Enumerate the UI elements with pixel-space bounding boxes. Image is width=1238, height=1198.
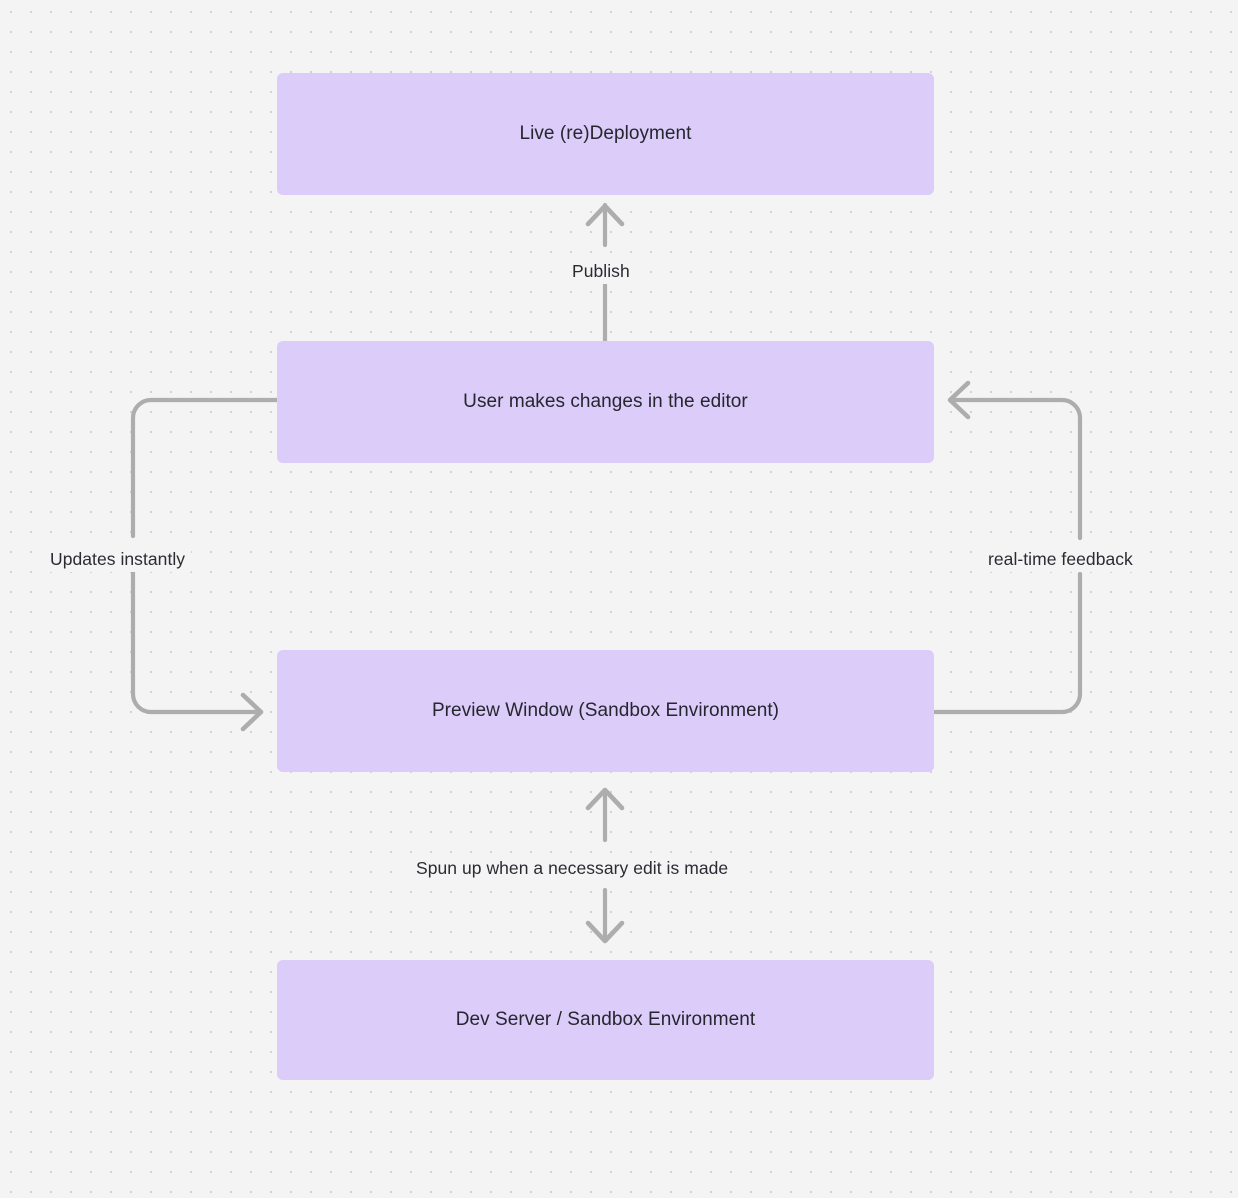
arrowhead-left-icon <box>947 380 971 420</box>
node-label: User makes changes in the editor <box>463 391 748 412</box>
arrowhead-right-icon <box>240 692 264 732</box>
node-live-deployment[interactable]: Live (re)Deployment <box>277 73 934 195</box>
node-label: Live (re)Deployment <box>519 123 692 144</box>
node-preview-window[interactable]: Preview Window (Sandbox Environment) <box>277 650 934 772</box>
node-dev-server[interactable]: Dev Server / Sandbox Environment <box>277 960 934 1080</box>
edge-label-spun-up: Spun up when a necessary edit is made <box>410 855 735 881</box>
edge-label-updates-instantly: Updates instantly <box>44 546 192 572</box>
arrowhead-up-icon <box>585 787 625 811</box>
node-label: Preview Window (Sandbox Environment) <box>431 700 780 721</box>
arrowhead-up-icon <box>585 203 625 227</box>
edge-label-real-time-feedback: real-time feedback <box>982 546 1139 572</box>
arrowhead-down-icon <box>585 920 625 944</box>
edge-label-publish: Publish <box>566 258 636 284</box>
node-label: Dev Server / Sandbox Environment <box>455 1009 756 1030</box>
node-user-edits[interactable]: User makes changes in the editor <box>277 341 934 463</box>
